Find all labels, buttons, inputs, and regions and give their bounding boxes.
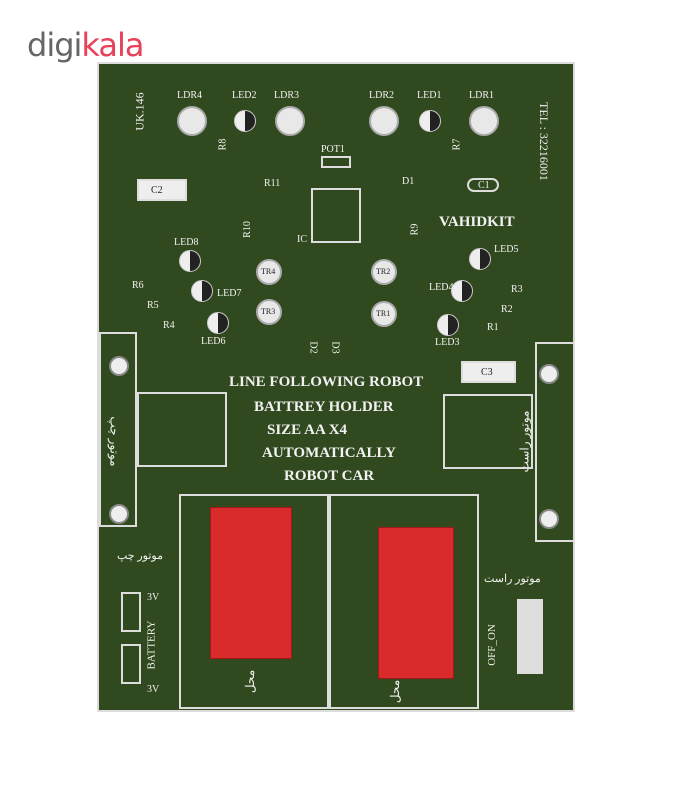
led5-label: LED5	[494, 244, 519, 255]
r9-label: R9	[409, 223, 421, 236]
c2: C2	[137, 179, 187, 201]
r1-label: R1	[487, 322, 499, 333]
led8-label: LED8	[174, 237, 199, 248]
battery-slot-left	[179, 494, 329, 709]
title-line-5: ROBOT CAR	[284, 468, 375, 484]
led5	[469, 248, 491, 270]
ldr1	[469, 106, 499, 136]
led2-label: LED2	[232, 90, 257, 101]
c3: C3	[461, 361, 516, 383]
d1-label: D1	[402, 176, 415, 187]
right-motor-area	[535, 342, 575, 542]
led1-label: LED1	[417, 90, 442, 101]
battery-slot-right	[329, 494, 479, 709]
d2-label: D2	[307, 341, 319, 354]
mount-hole	[109, 504, 129, 524]
3v-label-2: 3V	[147, 684, 160, 695]
tr1: TR1	[371, 301, 397, 327]
led4	[451, 280, 473, 302]
brand-label: VAHIDKIT	[439, 214, 515, 230]
led7-label: LED7	[217, 288, 242, 299]
ldr3-label: LDR3	[274, 90, 299, 101]
d3-label: D3	[329, 341, 341, 354]
red-tape-left	[210, 507, 292, 659]
motor-right-label: موتور راست	[484, 573, 541, 585]
title-line-1: LINE FOLLOWING ROBOT	[229, 374, 424, 390]
tr4: TR4	[256, 259, 282, 285]
pot1	[321, 156, 351, 168]
r2-label: R2	[501, 304, 513, 315]
model-label: UK.146	[132, 92, 147, 131]
ldr4	[177, 106, 207, 136]
led6-label: LED6	[201, 336, 226, 347]
r4-label: R4	[163, 320, 175, 331]
led6	[207, 312, 229, 334]
mount-hole	[109, 356, 129, 376]
led3-label: LED3	[435, 337, 460, 348]
ldr2-label: LDR2	[369, 90, 394, 101]
left-motor-area	[99, 332, 137, 527]
battery-terminal-2	[121, 644, 141, 684]
r10-label: R10	[241, 221, 253, 238]
ic-socket	[311, 188, 361, 243]
r11-label: R11	[264, 178, 281, 189]
r3-label: R3	[511, 284, 523, 295]
led3	[437, 314, 459, 336]
led4-label: LED4	[429, 282, 454, 293]
off-on-label: OFF_ON	[485, 624, 498, 666]
r7-label: R7	[451, 138, 463, 151]
led7	[191, 280, 213, 302]
ldr3	[275, 106, 305, 136]
place-label-right: محل	[388, 679, 403, 704]
r6-label: R6	[132, 280, 144, 291]
power-switch[interactable]	[517, 599, 543, 674]
3v-label-1: 3V	[147, 592, 160, 603]
place-label-left: محل	[243, 669, 258, 694]
left-motor-side-label: موتور چپ	[107, 416, 122, 467]
mount-hole	[539, 509, 559, 529]
battery-label: BATTERY	[145, 620, 158, 670]
r5-label: R5	[147, 300, 159, 311]
title-line-4: AUTOMATICALLY	[262, 445, 396, 461]
pot1-label: POT1	[321, 144, 345, 155]
red-tape-right	[378, 527, 454, 679]
battery-terminal-1	[121, 592, 141, 632]
left-motor	[137, 392, 227, 467]
pcb-board: UK.146 TEL : 32216001 VAHIDKIT LDR4 LED2…	[97, 62, 575, 712]
tr2: TR2	[371, 259, 397, 285]
motor-left-label: موتور چپ	[117, 550, 163, 562]
r8-label: R8	[217, 138, 229, 151]
ldr2	[369, 106, 399, 136]
ldr1-label: LDR1	[469, 90, 494, 101]
ic-label: IC	[297, 234, 307, 245]
tel-label: TEL : 32216001	[536, 102, 551, 181]
digikala-logo: digikala	[27, 26, 144, 64]
right-motor	[443, 394, 533, 469]
tr3: TR3	[256, 299, 282, 325]
ldr4-label: LDR4	[177, 90, 202, 101]
led8	[179, 250, 201, 272]
mount-hole	[539, 364, 559, 384]
led1	[419, 110, 441, 132]
led2	[234, 110, 256, 132]
title-line-2: BATTREY HOLDER	[254, 399, 394, 415]
title-line-3: SIZE AA X4	[267, 422, 348, 438]
c1: C1	[467, 178, 499, 192]
